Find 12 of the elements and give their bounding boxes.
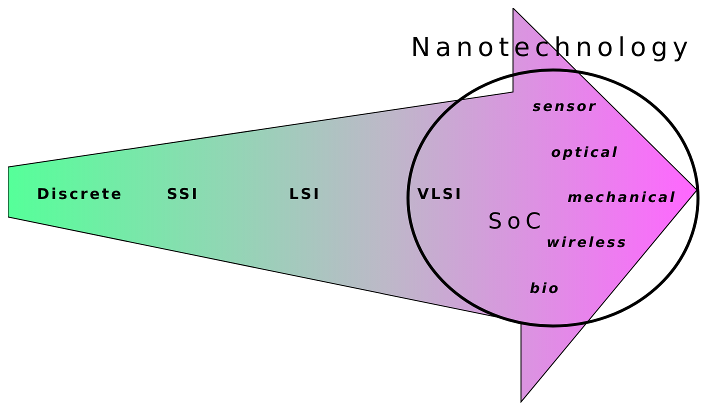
arrow-shape xyxy=(8,8,698,403)
circle-outline xyxy=(406,68,700,328)
stage-label: SSI xyxy=(166,185,200,203)
stage-label: VLSI xyxy=(417,185,463,203)
stage-label: Discrete xyxy=(36,185,124,203)
stage-label: LSI xyxy=(289,185,321,203)
soc-label: SoC xyxy=(488,210,546,234)
technology-label: mechanical xyxy=(567,190,677,206)
technology-label: wireless xyxy=(546,235,628,251)
technology-label: sensor xyxy=(532,99,598,115)
technology-label: optical xyxy=(551,145,619,161)
technology-label: bio xyxy=(530,281,560,297)
